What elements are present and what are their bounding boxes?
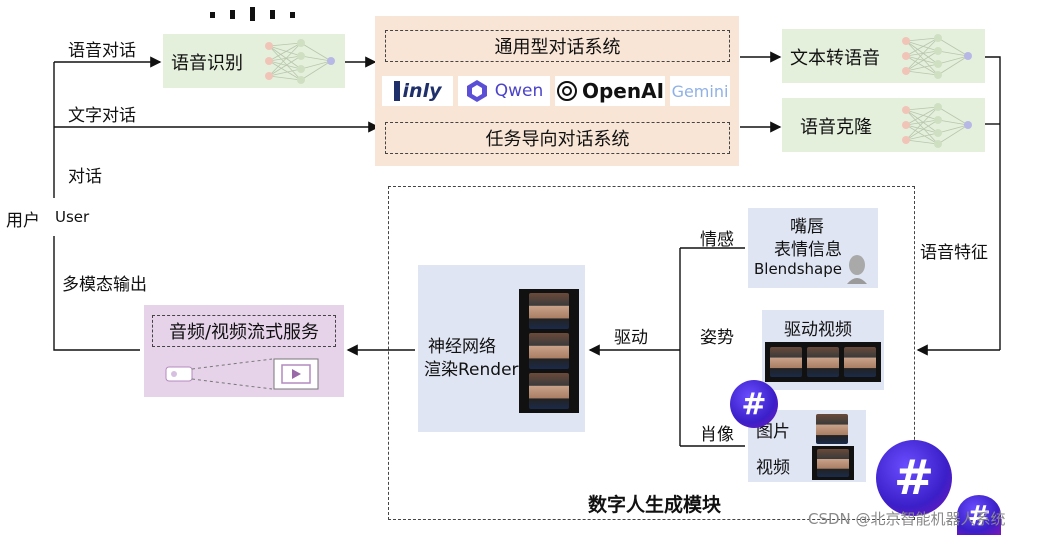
general-dialog-label: 通用型对话系统 (494, 37, 621, 58)
inly-logo: inly (382, 76, 453, 106)
watermark: CSDN @北京智能机器人系统 (808, 510, 1006, 528)
streaming-dashed-box: 音频/视频流式服务 (152, 315, 336, 347)
neural-net-icon (902, 103, 972, 148)
openai-logo-text: OpenAI (581, 79, 665, 103)
edge-pose: 姿势 (700, 328, 734, 348)
general-dialog-box: 通用型对话系统 (385, 30, 730, 62)
face-image (807, 347, 839, 377)
qwen-logo: Qwen (458, 76, 550, 106)
lips-line1: 嘴唇 (790, 217, 824, 237)
face-image (529, 293, 569, 329)
face-image (529, 373, 569, 409)
digital-human-title: 数字人生成模块 (588, 494, 722, 516)
streaming-service-box: 音频/视频流式服务 (144, 305, 344, 397)
drive-video-box: 驱动视频 (762, 310, 884, 390)
portrait-video-label: 视频 (756, 458, 790, 478)
inly-logo-text: inly (402, 80, 442, 102)
render-line2: 渲染Render (424, 360, 519, 380)
user-label-cn: 用户 (6, 211, 40, 231)
hash-badge-icon: # (957, 495, 1001, 535)
face-image (529, 333, 569, 369)
edge-dialog: 对话 (68, 167, 102, 187)
edge-emotion: 情感 (700, 230, 734, 250)
render-line1: 神经网络 (428, 337, 496, 357)
gemini-logo: Gemini (670, 76, 730, 106)
hash-badge-icon: # (730, 380, 778, 428)
face-image (770, 347, 802, 377)
lips-box: 嘴唇 表情信息 Blendshape (748, 208, 878, 288)
projector-icon (165, 358, 319, 390)
render-box: 神经网络 渲染Render (418, 265, 585, 432)
asr-box: 语音识别 (163, 34, 345, 88)
face-image (844, 347, 876, 377)
voice-clone-box: 语音克隆 (782, 98, 985, 152)
digital-human-module (388, 186, 915, 520)
edge-drive: 驱动 (614, 328, 648, 348)
qwen-icon (466, 80, 487, 102)
gemini-logo-text: Gemini (671, 81, 729, 101)
film-strip-icon (812, 446, 854, 480)
edge-voice-dialog: 语音对话 (68, 41, 136, 61)
tts-box: 文本转语音 (782, 29, 985, 83)
edge-portrait: 肖像 (700, 425, 734, 445)
qwen-logo-text: Qwen (494, 81, 544, 101)
voice-clone-label: 语音克隆 (800, 117, 872, 138)
task-dialog-box: 任务导向对话系统 (385, 122, 730, 154)
asr-label: 语音识别 (171, 53, 243, 74)
portrait-image-label: 图片 (756, 422, 790, 442)
audio-wave-icon (210, 7, 300, 21)
edge-voice-features: 语音特征 (920, 243, 988, 263)
neural-net-icon (902, 34, 972, 79)
dialog-system-panel: 通用型对话系统 inly Qwen OpenAI Gemini 任务导向对话系统 (375, 16, 739, 166)
task-dialog-label: 任务导向对话系统 (485, 129, 630, 150)
hash-badge-icon: # (876, 440, 952, 516)
streaming-label: 音频/视频流式服务 (168, 322, 320, 343)
tts-label: 文本转语音 (790, 48, 880, 69)
openai-logo: OpenAI (555, 76, 665, 106)
film-strip-icon (765, 342, 881, 382)
user-label-en: User (55, 208, 90, 226)
portrait-photo (816, 414, 848, 444)
film-strip-icon (519, 289, 579, 413)
drive-video-label: 驱动视频 (784, 320, 852, 340)
edge-text-dialog: 文字对话 (68, 106, 136, 126)
edge-multimodal-output: 多模态输出 (62, 275, 147, 295)
openai-icon (556, 81, 577, 101)
neural-net-icon (265, 39, 335, 84)
lips-line2: 表情信息 (774, 240, 842, 260)
lips-line3: Blendshape (754, 260, 842, 278)
face-image (817, 449, 849, 477)
head-bust-icon (847, 255, 867, 284)
